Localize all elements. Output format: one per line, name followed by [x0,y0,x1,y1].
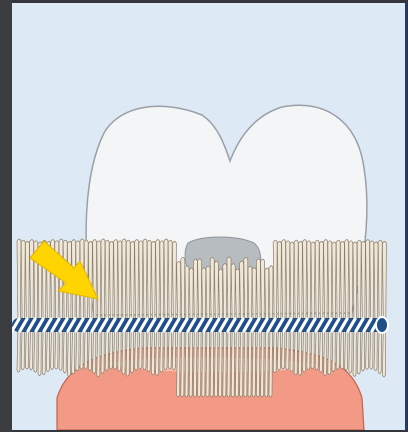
bristle [345,240,349,371]
bristle [319,241,323,372]
interdental-brush-illustration [12,3,405,430]
bristle [105,240,109,370]
bristle [324,240,328,376]
bristle [143,239,147,370]
left-edge-bar [0,0,12,432]
bristle [315,240,319,370]
bristle [298,241,302,375]
bristle [307,241,311,370]
bristle [164,239,168,370]
bristle [17,239,21,372]
bristle [76,241,80,371]
bristle [332,242,336,372]
illustration-panel [12,3,407,430]
bristle [328,241,332,375]
bristle [311,242,315,369]
bristle [286,241,290,370]
bristle [130,241,134,372]
bristle [219,269,223,397]
bristle [370,241,374,369]
bristle [294,240,298,375]
bristle [374,242,378,371]
bristle [72,240,76,374]
bristle [25,241,29,369]
bristle [80,239,84,369]
bristle [189,268,193,397]
bristle [67,241,71,376]
bristle [282,240,286,369]
bristle [277,241,281,370]
bristle [147,240,151,371]
bristle [235,269,239,397]
bristle [109,241,113,369]
bristle [122,239,126,374]
bristle [156,240,160,376]
bristle [88,241,92,370]
bristle [378,240,382,373]
bristle [340,241,344,369]
bristle [118,241,122,371]
bristle [84,240,88,369]
bristle [357,240,361,374]
bristle [336,240,340,369]
bristle [303,240,307,372]
wire-tip [376,317,388,333]
bristle [151,241,155,375]
bristle [172,241,176,369]
bristle [93,240,97,374]
bristle [97,241,101,377]
bristle [353,242,357,376]
brush-twisted-wire [12,317,388,333]
bristle [349,241,353,373]
bristle [135,240,139,371]
bristle [21,240,25,370]
bristle [101,239,105,373]
bristle [126,240,130,376]
bristle [366,240,370,370]
bristle [160,241,164,372]
bristle [168,240,172,369]
bristle [273,240,277,372]
bristle [114,240,118,370]
bristle [382,241,386,376]
bristle [139,241,143,369]
bristle [361,241,365,371]
bristle [290,242,294,372]
